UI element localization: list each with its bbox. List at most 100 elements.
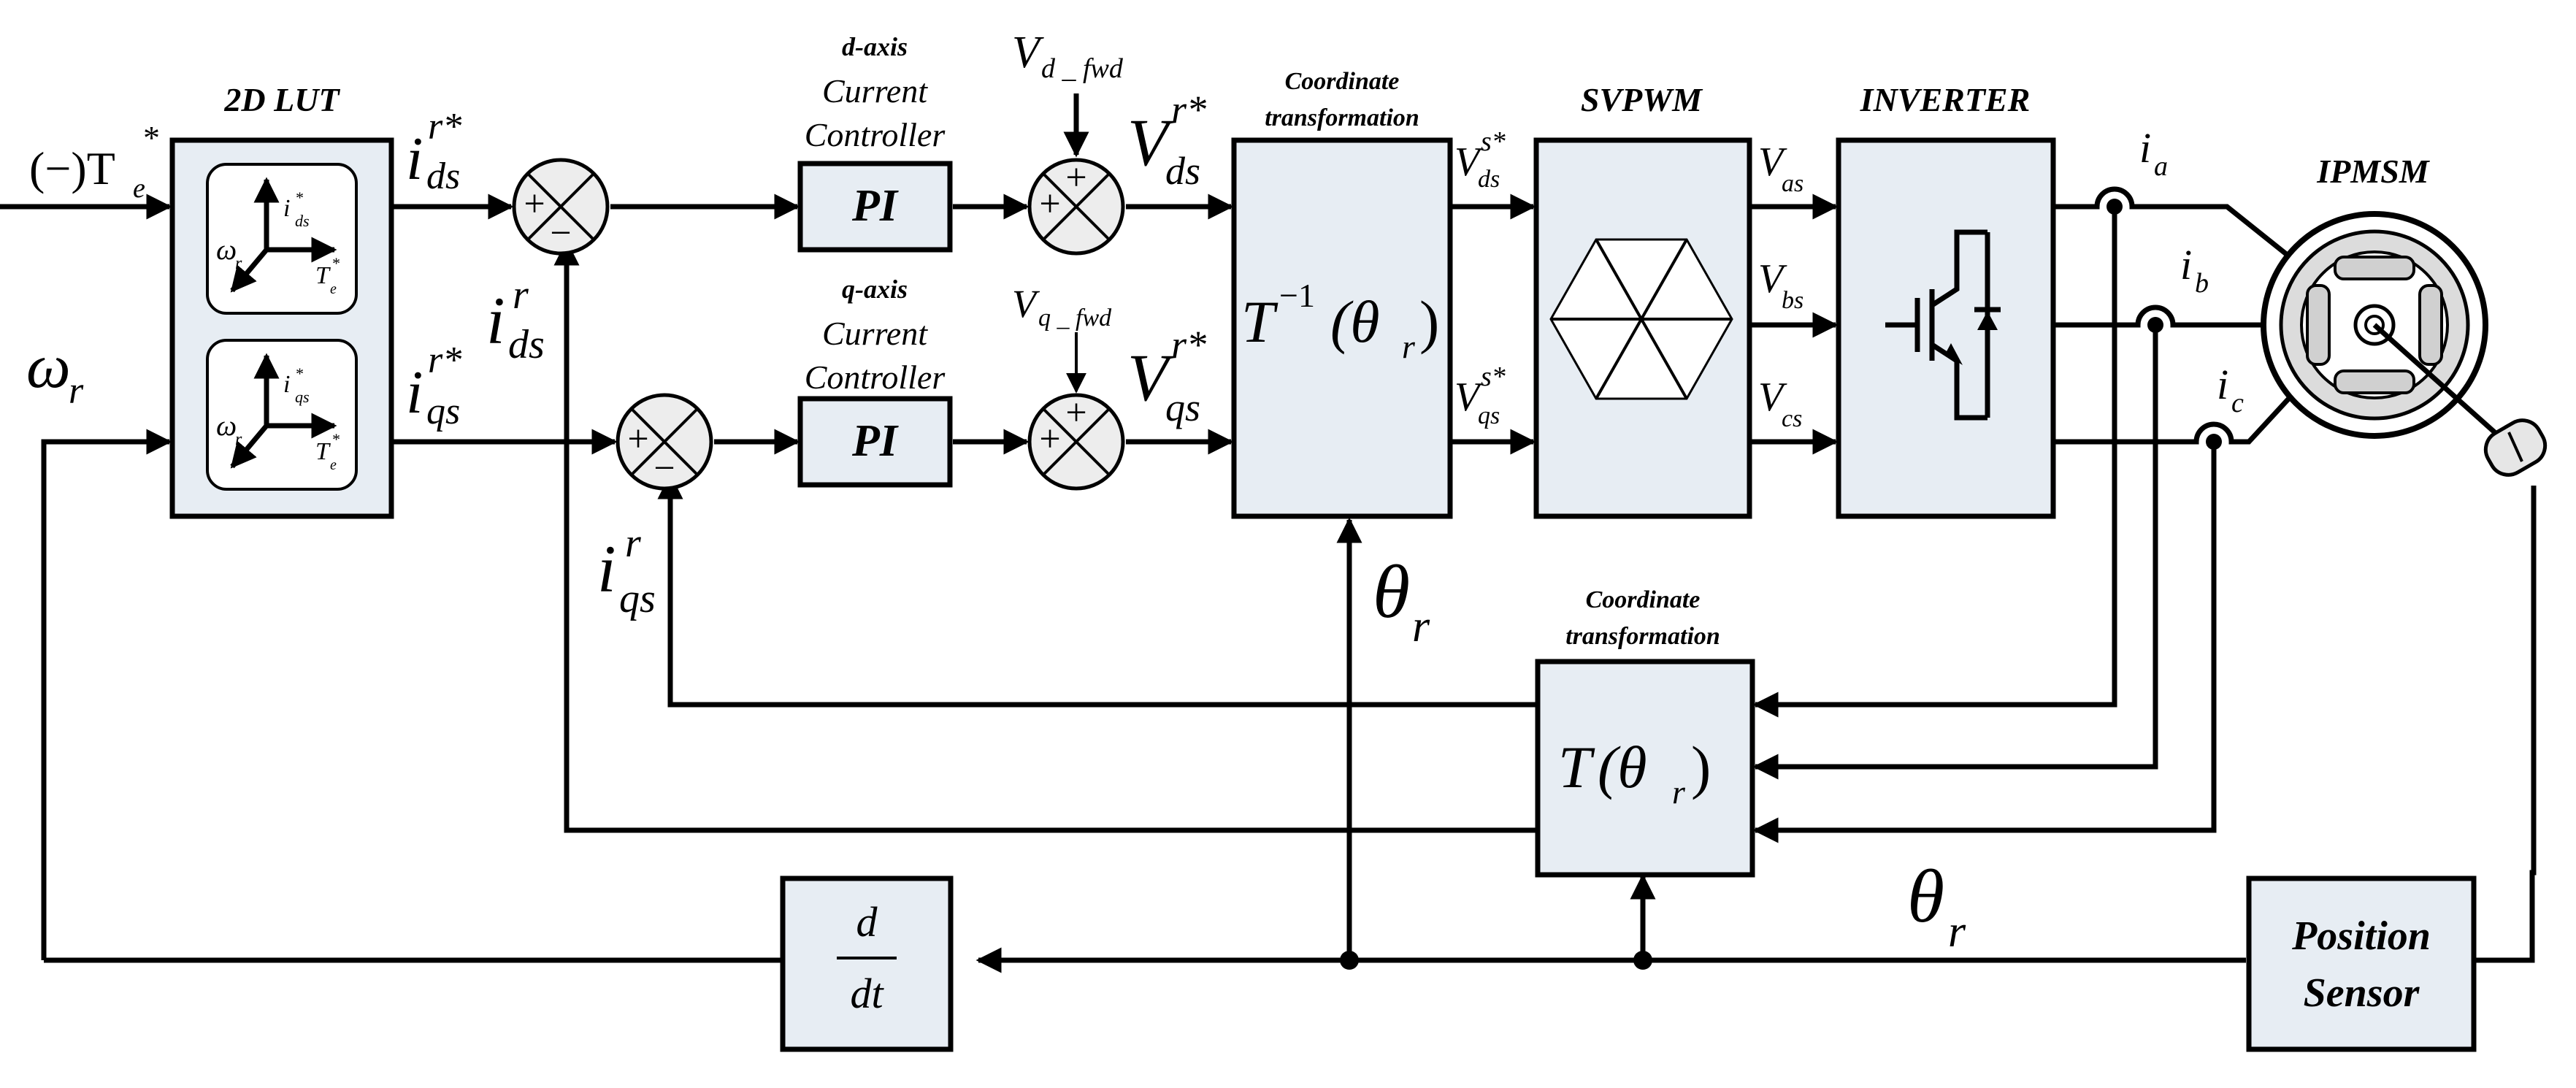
svg-text:bs: bs xyxy=(1782,287,1803,314)
label-ids-ref: i ds r* xyxy=(406,106,461,197)
svg-text:c: c xyxy=(2231,388,2244,418)
svg-text:i: i xyxy=(2217,361,2228,408)
svg-text:ds: ds xyxy=(1478,166,1500,193)
svpwm-title: SVPWM xyxy=(1581,81,1703,118)
q-ctrl-line2: Current xyxy=(822,315,928,352)
wire-phase-a xyxy=(2053,186,2295,261)
inv-tf-argsub: r xyxy=(1402,328,1416,365)
d-ctrl-line1: d-axis xyxy=(842,32,908,61)
svg-text:b: b xyxy=(2195,268,2209,299)
label-vds-s: V ds s* xyxy=(1454,126,1506,193)
junction-theta-2 xyxy=(1633,951,1652,970)
svg-text:qs: qs xyxy=(426,391,460,432)
inverter-block: INVERTER xyxy=(1836,81,2056,519)
lut-bottom-up-label: i xyxy=(283,371,290,398)
svg-text:cs: cs xyxy=(1782,405,1802,432)
label-vqs-s: V qs s* xyxy=(1454,361,1506,429)
sum-vq-plus-left: + xyxy=(1039,418,1060,460)
encoder-icon xyxy=(2483,418,2548,477)
sensor-line2: Sensor xyxy=(2304,970,2420,1016)
deriv-box xyxy=(780,876,954,1052)
label-ids-fb: i ds r xyxy=(486,272,545,367)
label-ia: i a xyxy=(2139,124,2168,182)
label-iqs-fb: i qs r xyxy=(597,521,656,621)
svg-text:a: a xyxy=(2154,151,2168,182)
forward-transform-block: Coordinate transformation T (θ r ) xyxy=(1535,586,1755,878)
sum-junction-q: + − xyxy=(616,393,713,491)
svg-text:ds: ds xyxy=(426,156,460,197)
svg-text:V: V xyxy=(1127,340,1176,415)
wire-ic-sense xyxy=(1752,442,2217,843)
svg-text:i: i xyxy=(406,359,423,426)
svg-text:as: as xyxy=(1782,170,1803,197)
label-ib: i b xyxy=(2180,241,2209,299)
label-ic: i c xyxy=(2217,361,2244,418)
lut-axes-top-icon: i ds * ω r T e * xyxy=(216,177,340,297)
svg-text:θ: θ xyxy=(1907,854,1944,938)
position-sensor-block: Position Sensor xyxy=(2246,876,2477,1052)
svg-text:r*: r* xyxy=(1171,88,1206,131)
q-axis-controller: q-axis Current Controller PI xyxy=(797,275,953,488)
svg-text:qs: qs xyxy=(619,576,656,621)
svg-text:i: i xyxy=(406,125,423,193)
d-axis-controller: d-axis Current Controller PI xyxy=(797,32,953,253)
junction-theta-1 xyxy=(1340,951,1359,970)
igbt-icon xyxy=(1885,229,2001,421)
fwd-tf-arg: (θ xyxy=(1598,734,1647,800)
wire-omega-into-lut xyxy=(41,429,172,960)
svg-text:r: r xyxy=(625,521,641,566)
q-ctrl-line1: q-axis xyxy=(842,275,908,304)
junction-ic xyxy=(2206,434,2222,450)
wire-phase-c xyxy=(2053,392,2295,445)
label-vds-ref: V ds r* xyxy=(1127,88,1206,193)
fwd-tf-argsub: r xyxy=(1672,773,1686,811)
fwd-tf-func: T xyxy=(1558,734,1595,800)
svg-text:V: V xyxy=(1454,139,1484,185)
svg-text:d _ fwd: d _ fwd xyxy=(1041,53,1124,84)
lut-block: 2D LUT i ds * ω r T e * i qs * ω r T xyxy=(169,81,394,519)
motor-title: IPMSM xyxy=(2316,153,2430,190)
lut-axes-bottom-icon: i qs * ω r T e * xyxy=(216,353,340,473)
wire-phase-b xyxy=(2053,304,2263,328)
inverse-transform-block: Coordinate transformation T −1 (θ r ) xyxy=(1231,68,1453,519)
svg-text:s*: s* xyxy=(1481,361,1506,392)
lut-top-up-sup: * xyxy=(295,188,303,207)
svg-text:i: i xyxy=(2139,124,2151,172)
inverter-box xyxy=(1836,137,2056,519)
lut-top-right-sub: e xyxy=(330,281,337,297)
wire-ia-sense xyxy=(1752,207,2117,718)
lut-top-right-label: T xyxy=(315,262,331,289)
label-vcs: V cs xyxy=(1758,375,1802,432)
svg-text:s*: s* xyxy=(1481,126,1506,157)
label-omega: ω r xyxy=(26,331,84,412)
svg-text:θ: θ xyxy=(1373,550,1410,634)
svg-text:r*: r* xyxy=(428,106,461,148)
ipmsm-motor: IPMSM xyxy=(2261,153,2548,477)
svg-text:ds: ds xyxy=(508,322,545,367)
wire-ib-sense xyxy=(1752,325,2158,780)
label-vbs: V bs xyxy=(1758,256,1803,314)
sum-vq-plus-top: + xyxy=(1065,392,1086,434)
lut-top-left-sub: r xyxy=(235,254,242,273)
svg-text:e: e xyxy=(133,173,145,204)
svg-text:r: r xyxy=(1948,907,1966,957)
svg-text:qs: qs xyxy=(1478,402,1500,429)
sensor-line1: Position xyxy=(2291,913,2431,959)
inv-tf-line2: transformation xyxy=(1265,104,1419,131)
inv-tf-line1: Coordinate xyxy=(1285,68,1400,95)
sum-vd-plus-top: + xyxy=(1065,157,1086,199)
deriv-num: d xyxy=(856,898,878,946)
svg-text:ω: ω xyxy=(26,331,71,401)
lut-bottom-right-sub: e xyxy=(330,457,337,473)
fwd-tf-box xyxy=(1535,659,1755,878)
d-ctrl-line3: Controller xyxy=(805,116,946,153)
inv-tf-arg: (θ xyxy=(1330,288,1380,355)
q-pi-box xyxy=(797,396,953,488)
wire-iqs-fb xyxy=(657,473,1538,708)
sum-vd-plus-left: + xyxy=(1039,183,1060,225)
lut-bottom-up-sub: qs xyxy=(295,388,310,406)
sum-d-plus: + xyxy=(524,183,545,225)
svg-text:V: V xyxy=(1758,375,1787,420)
